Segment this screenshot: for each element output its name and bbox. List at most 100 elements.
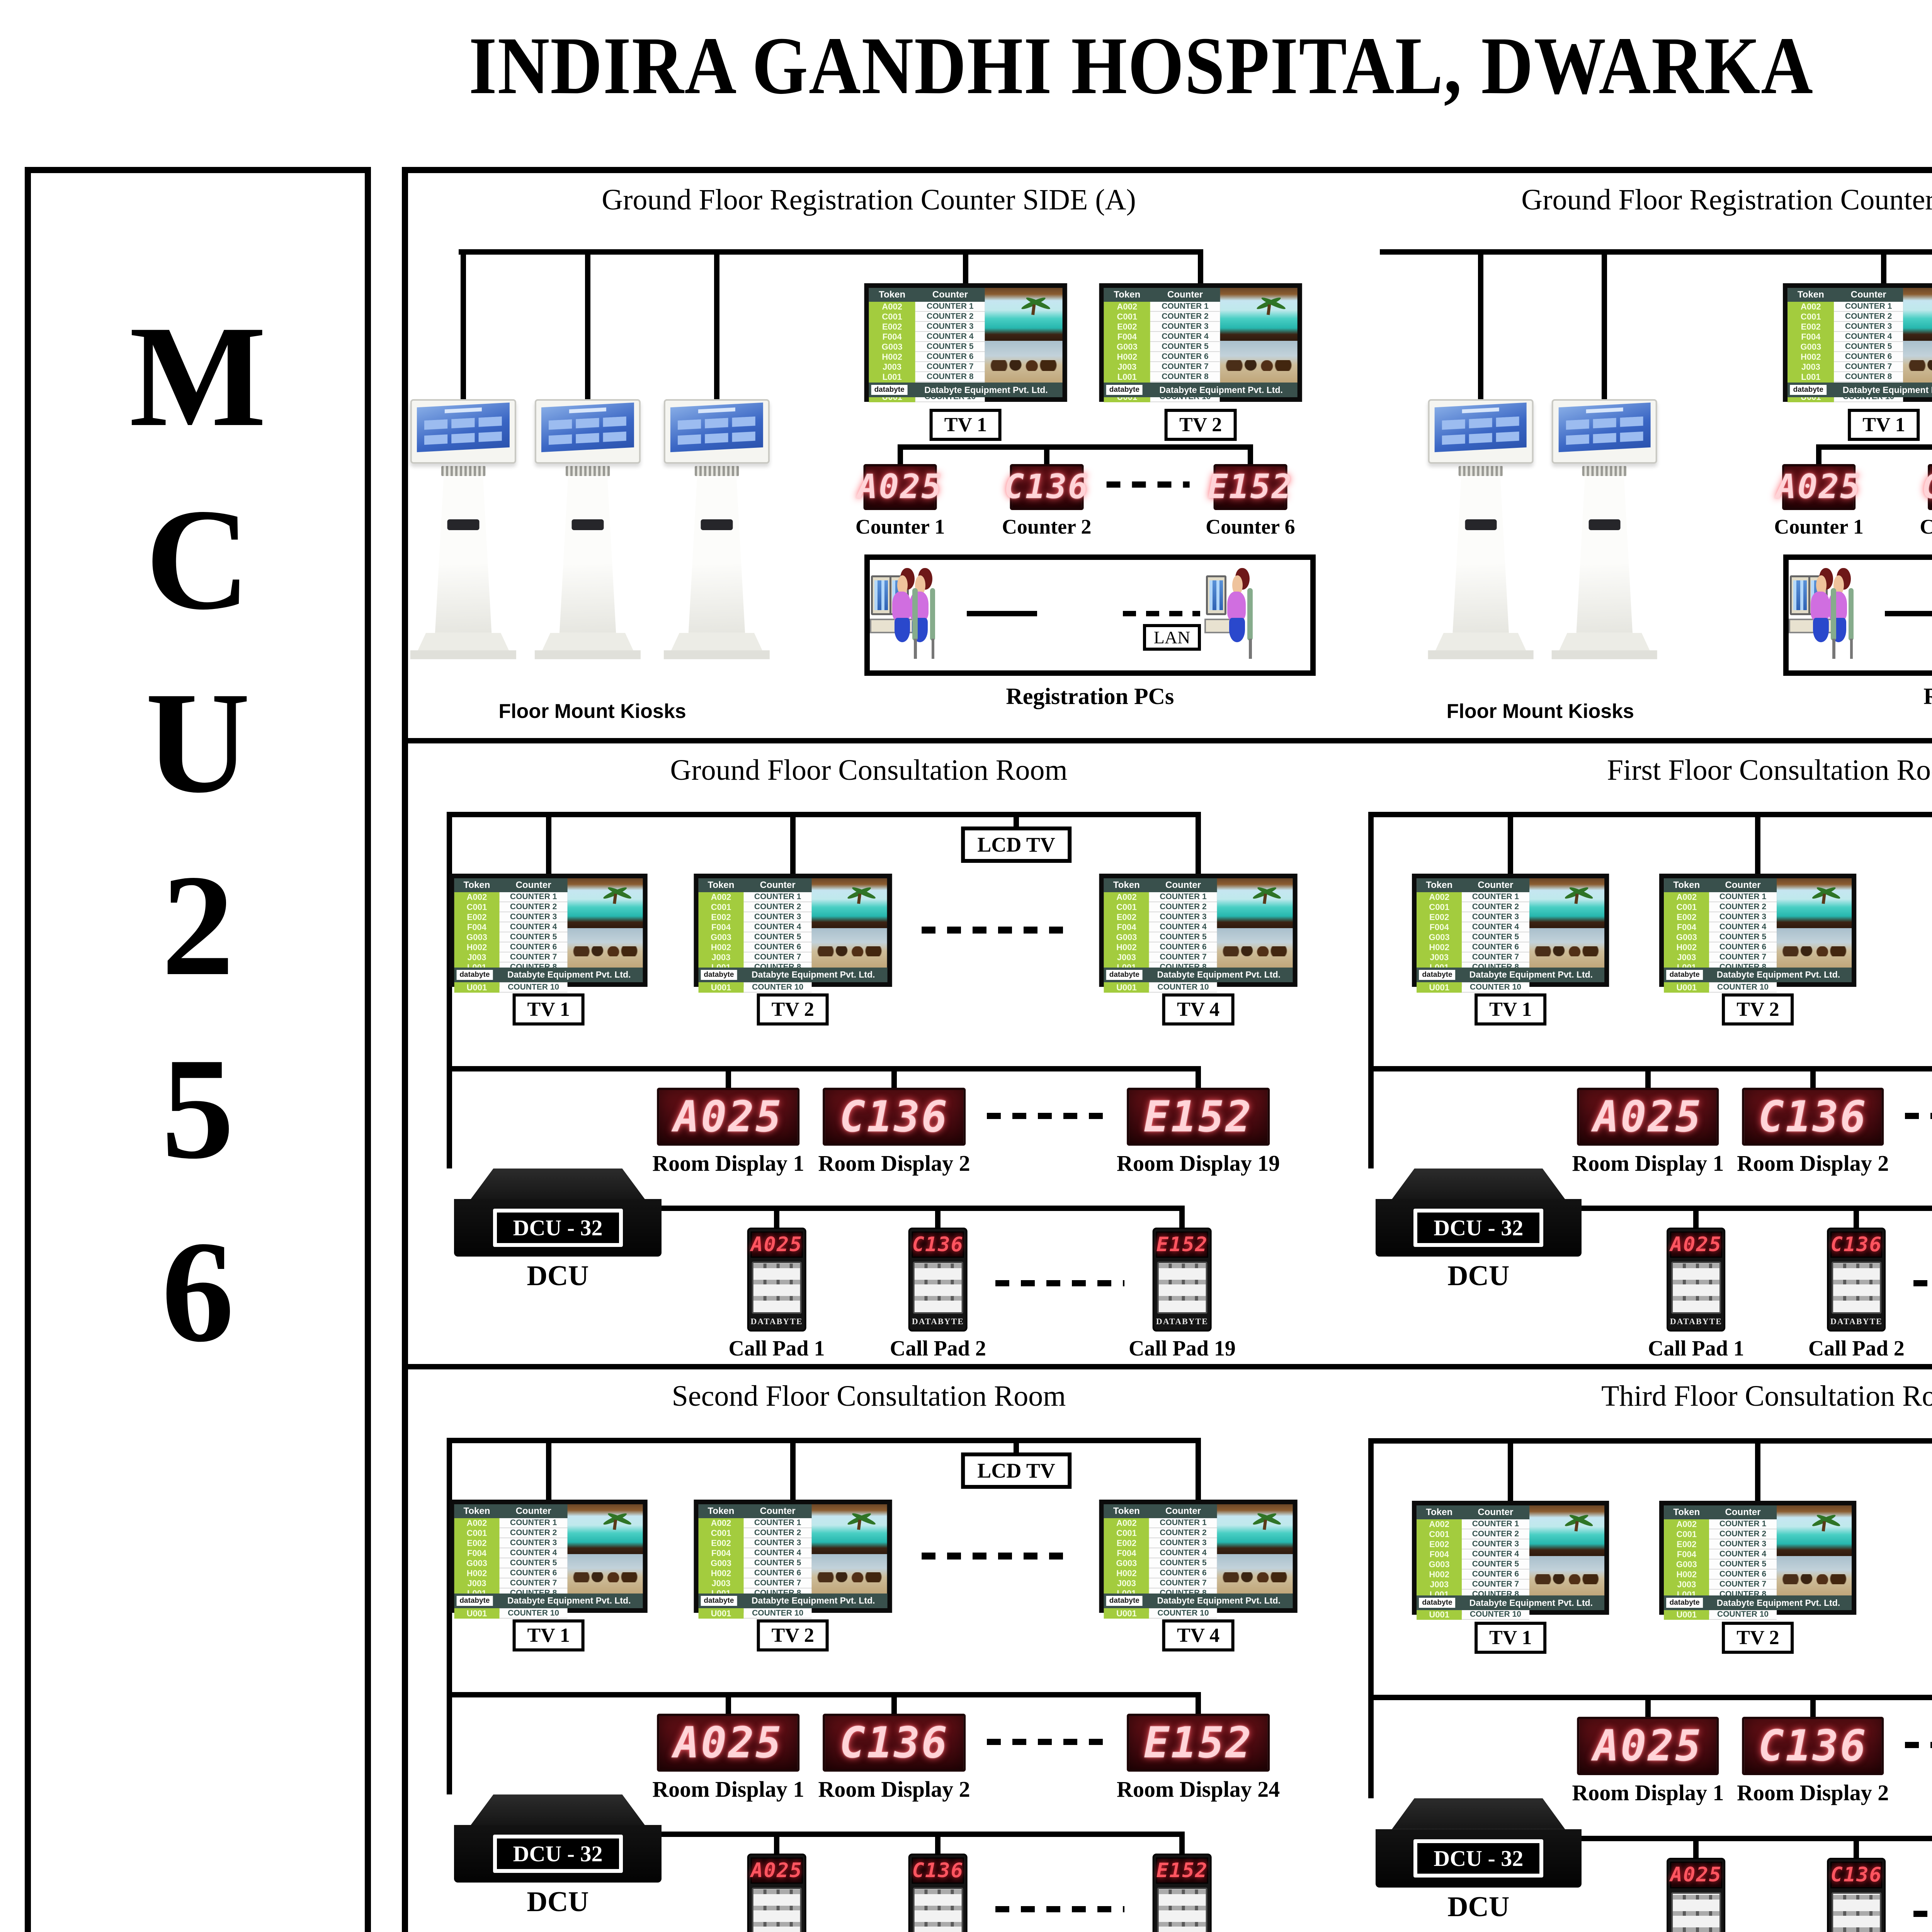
dcu-plate: DCU - 32 [493, 1835, 623, 1873]
wire [1014, 811, 1019, 832]
pc-keyboard [1788, 619, 1816, 633]
pc-monitor [1790, 575, 1810, 615]
dcu-box: DCU - 32 DCU [454, 1794, 662, 1918]
operator-torso [1811, 591, 1830, 622]
wire [790, 1437, 796, 1500]
wire [546, 1437, 551, 1500]
registration-wiring [408, 173, 1330, 738]
wire [449, 1066, 1199, 1072]
dcu-front-face: DCU - 32 [454, 1825, 662, 1883]
wire [966, 611, 1037, 616]
wire [1645, 1695, 1651, 1717]
chair-leg [913, 639, 917, 659]
dcu-caption: DCU [1447, 1260, 1510, 1292]
registration-pcs-label: Registration PCs [1006, 684, 1174, 709]
wire [1810, 1695, 1816, 1717]
wire [1881, 249, 1887, 284]
pc-monitor [871, 575, 891, 615]
wire [1371, 811, 1932, 817]
dcu-box: DCU - 32 DCU [1375, 1168, 1582, 1293]
wire [449, 1437, 1199, 1443]
mcu-letter: 5 [162, 1028, 234, 1189]
operator-chair [1848, 588, 1854, 641]
mcu-letter: U [145, 662, 250, 823]
wire [1577, 1206, 1932, 1211]
wire [935, 1832, 941, 1854]
chair-leg [931, 639, 935, 659]
chair-leg [1850, 639, 1853, 659]
wire [461, 249, 466, 399]
wire [1196, 1437, 1201, 1500]
wire [935, 1206, 941, 1228]
wire [1368, 1438, 1374, 1798]
mcu-letter: C [145, 479, 250, 640]
wire [714, 249, 719, 399]
panel-title: Third Floor Consultation Room [1601, 1380, 1932, 1412]
panel-title: Ground Floor Registration Counter SIDE (… [1521, 184, 1932, 216]
dcu-front-face: DCU - 32 [1375, 1199, 1582, 1257]
pc-keyboard [1204, 619, 1232, 633]
wire [1508, 811, 1514, 874]
lcd-tv-tag: LCD TV [961, 1452, 1071, 1489]
wire [1508, 1438, 1514, 1501]
wire [1645, 1066, 1651, 1088]
dcu-front-face: DCU - 32 [1375, 1829, 1582, 1888]
wire [1854, 1835, 1859, 1858]
consultation-wiring [408, 743, 1330, 1364]
consultation-wiring [1330, 1369, 1932, 1932]
pc-operator-icon [1788, 568, 1863, 661]
wire [1179, 1206, 1185, 1228]
dcu-box: DCU - 32 DCU [454, 1168, 662, 1293]
wire [1478, 249, 1484, 399]
wire [1014, 1437, 1019, 1458]
panel: Second Floor Consultation Room LCD TV [408, 1369, 1330, 1932]
registration-pcs-label: Registration PCs [1923, 683, 1932, 710]
wire [1602, 249, 1607, 399]
lan-label: LAN [1143, 624, 1201, 651]
operator-chair [930, 588, 935, 641]
wire [725, 1066, 731, 1088]
dcu-caption: DCU [527, 1886, 589, 1918]
panel: Ground Floor Registration Counter SIDE (… [1330, 173, 1932, 743]
wire [1371, 1438, 1932, 1444]
wire [585, 249, 591, 399]
operator-skirt [894, 618, 910, 643]
wire [963, 249, 968, 284]
wire [1577, 1835, 1932, 1841]
wire [449, 1692, 1199, 1698]
operator-chair [912, 588, 918, 641]
wire [1755, 1438, 1761, 1501]
panel: Ground Floor Consultation Room LCD TV [408, 743, 1330, 1369]
panel: Third Floor Consultation Room [1330, 1369, 1932, 1932]
wire [1819, 444, 1932, 450]
panel-title: First Floor Consultation Room [1607, 754, 1932, 786]
panels-grid: Ground Floor Registration Counter SIDE (… [402, 167, 1932, 1932]
wire [790, 811, 796, 874]
dcu-plate: DCU - 32 [1413, 1839, 1544, 1878]
wire [449, 811, 1199, 817]
lan-dashed-wire [1123, 611, 1201, 616]
wire [1755, 811, 1761, 874]
wire [1380, 249, 1932, 255]
chair-leg [1832, 639, 1836, 659]
page-title: INDIRA GANDHI HOSPITAL, DWARKA [468, 20, 1814, 111]
registration-wiring [1330, 173, 1932, 738]
dcu-top-face [471, 1794, 645, 1825]
wire [1693, 1835, 1699, 1858]
dcu-caption: DCU [527, 1260, 589, 1292]
wire [1816, 444, 1822, 464]
registration-pcs-box: LAN [1783, 554, 1932, 676]
wire [897, 444, 903, 464]
lcd-tv-tag: LCD TV [961, 827, 1071, 863]
wire [891, 1066, 897, 1088]
dcu-box: DCU - 32 DCU [1375, 1798, 1582, 1923]
pc-monitor [1206, 575, 1226, 615]
wire [1044, 444, 1049, 464]
mcu-letter: 6 [162, 1211, 234, 1372]
panel-title: Ground Floor Registration Counter SIDE (… [602, 184, 1136, 216]
kiosks-label: Floor Mount Kiosks [1446, 700, 1634, 723]
wire [447, 811, 452, 1169]
operator-torso [892, 591, 911, 622]
wire [1854, 1206, 1859, 1228]
